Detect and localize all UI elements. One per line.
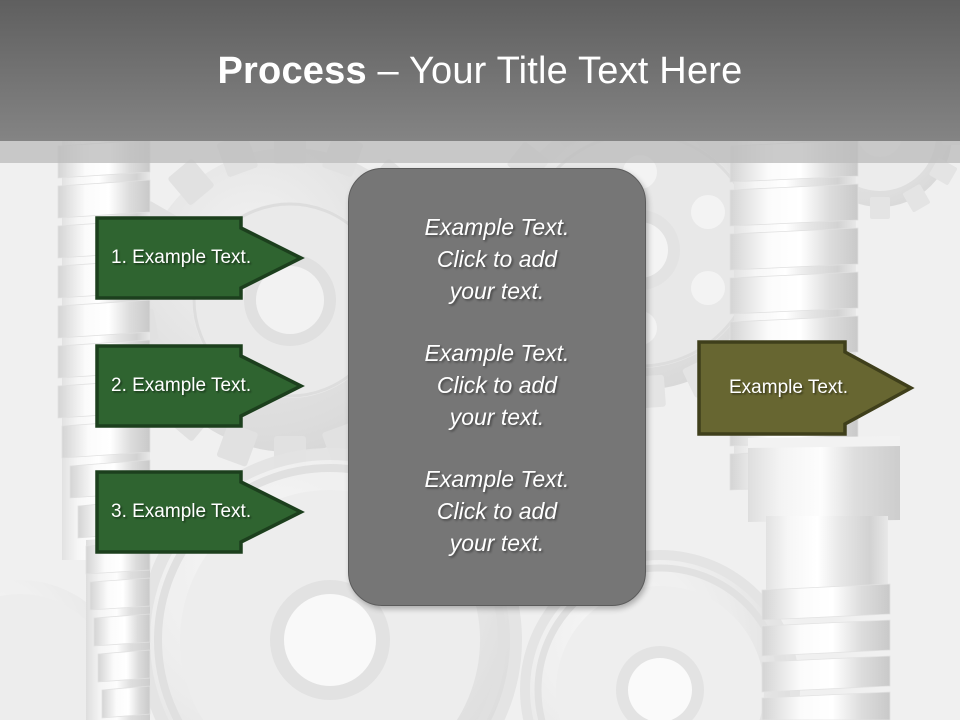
outcome-arrow-label: Example Text. — [729, 377, 848, 398]
step-arrow-1[interactable]: 1. Example Text. — [95, 216, 305, 300]
page-title-rest: – Your Title Text Here — [366, 50, 743, 92]
step-arrow-1-label: 1. Example Text. — [111, 247, 252, 268]
center-panel-paragraph-3: Example Text. Click to add your text. — [424, 466, 570, 556]
center-panel-paragraph-2: Example Text. Click to add your text. — [424, 340, 570, 430]
step-arrow-3[interactable]: 3. Example Text. — [95, 470, 305, 554]
page-title-strong: Process — [217, 50, 367, 92]
arrow-right-shape-icon — [95, 470, 305, 554]
outcome-arrow[interactable]: Example Text. — [697, 340, 915, 436]
step-arrow-2-label: 2. Example Text. — [111, 375, 252, 396]
center-text-panel[interactable]: Example Text. Click to add your text. Ex… — [348, 168, 646, 606]
title-band — [0, 0, 960, 141]
bolt-right-head — [748, 436, 900, 720]
gear-bottom-right — [520, 550, 800, 720]
title-band-underlay — [0, 141, 960, 163]
arrow-right-shape-icon — [95, 216, 305, 300]
step-arrow-3-label: 3. Example Text. — [111, 501, 252, 522]
center-panel-paragraph-1: Example Text. Click to add your text. — [424, 214, 570, 304]
arrow-right-shape-icon — [697, 340, 915, 436]
page-title: Process – Your Title Text Here — [0, 48, 960, 94]
step-arrow-2[interactable]: 2. Example Text. — [95, 344, 305, 428]
arrow-right-shape-icon — [95, 344, 305, 428]
